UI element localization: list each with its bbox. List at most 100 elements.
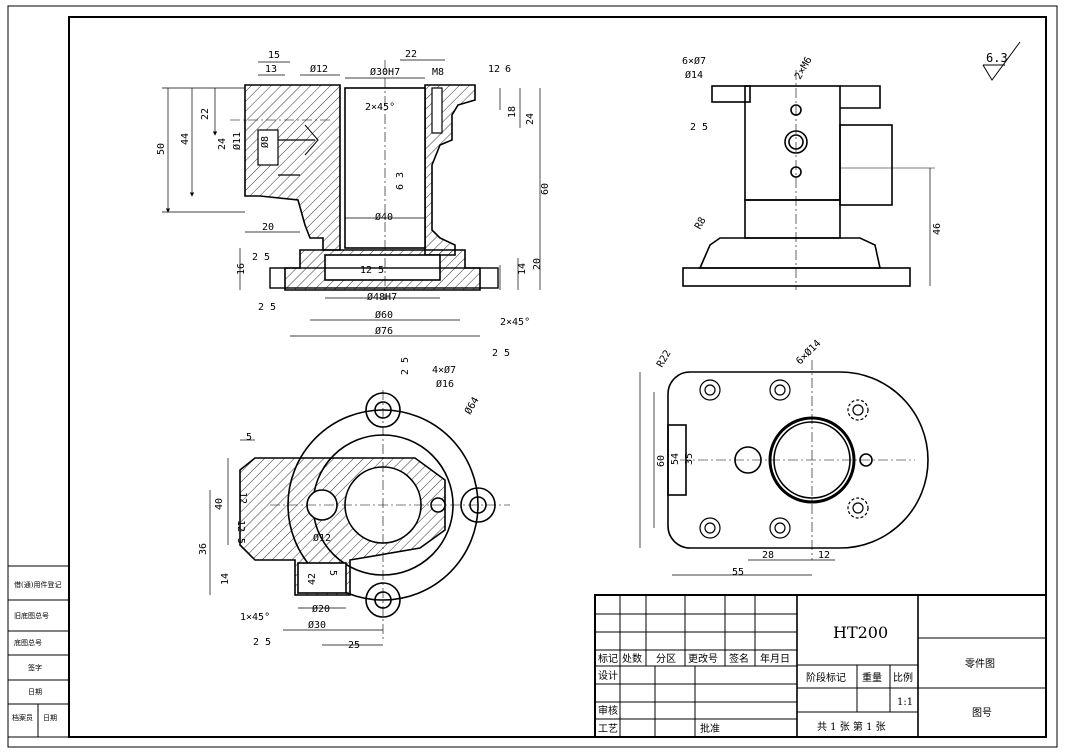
sec-phi30: Ø30	[308, 619, 326, 631]
default-roughness: 6.3	[982, 41, 1021, 81]
top-55: 55	[732, 567, 744, 578]
dim-24: 24	[217, 138, 228, 150]
side-view: 6×Ø7 Ø14 2×M6 46 R8 2 5	[682, 55, 943, 290]
dim-60: 60	[540, 183, 551, 195]
sec-rough2: 2 5	[400, 357, 411, 375]
dim-phi76: Ø76	[375, 325, 393, 337]
side-panel: 借(通)用件登记 旧底图总号 底图总号 签字 日期 档案员 日期	[7, 565, 70, 738]
sec-40: 40	[214, 498, 225, 510]
side-m6: 2×M6	[793, 55, 815, 81]
dim-phi11: Ø11	[231, 132, 243, 150]
tb-header-5: 年月日	[760, 652, 790, 665]
rough-6-3: 6 3	[395, 172, 406, 190]
dim-phi40: Ø40	[375, 211, 393, 223]
dim-phi48h7: Ø48H7	[367, 291, 397, 303]
dim-phi8: Ø8	[259, 136, 271, 148]
dim-m8: M8	[432, 67, 444, 78]
tb-review: 审核	[598, 704, 618, 717]
tb-design: 设计	[598, 669, 618, 682]
rough-2-5b: 2 5	[258, 302, 276, 313]
side-label-5: 档案员	[12, 713, 33, 722]
tb-process: 工艺	[598, 723, 618, 735]
top-28: 28	[762, 550, 774, 561]
sec-rough: 2 5	[253, 637, 271, 648]
sec-36: 36	[198, 543, 209, 555]
dim-15: 15	[268, 50, 280, 61]
tb-drawing-name: 零件图	[965, 658, 995, 670]
side-label-1: 旧底图总号	[14, 611, 49, 620]
side-rough: 2 5	[690, 122, 708, 133]
sec-phi64: Ø64	[462, 395, 481, 417]
dim-24b: 24	[525, 113, 536, 125]
side-label-3: 签字	[28, 663, 42, 672]
sec-5b: 5	[327, 570, 338, 576]
dim-22b: 22	[200, 108, 211, 120]
side-46: 46	[932, 223, 943, 235]
top-holes: 6×Ø14	[794, 337, 824, 367]
dim-20b: 20	[532, 258, 543, 270]
dim-50: 50	[156, 143, 167, 155]
sec-holes: 4×Ø7	[432, 364, 456, 376]
side-label-4: 日期	[28, 688, 42, 696]
title-block: 标记 处数 分区 更改号 签名 年月日 设计 审核 工艺 批准 阶段标记 重量 …	[594, 594, 1047, 738]
top-54: 54	[670, 453, 681, 465]
dim-phi60: Ø60	[375, 309, 393, 321]
front-section-hatch	[244, 84, 341, 251]
rough-2-5c: 2 5	[492, 348, 510, 359]
sec-12-5: 12 5	[235, 520, 246, 544]
side-r8: R8	[693, 216, 709, 232]
dim-18: 18	[507, 106, 518, 118]
section-view: 4×Ø7 Ø16 Ø64 5 12 40 12 5 36 14 Ø12 42 5…	[198, 357, 510, 651]
sec-phi12: Ø12	[313, 532, 331, 544]
tb-scale-value: 1:1	[897, 697, 913, 708]
sec-5: 5	[246, 432, 252, 443]
dim-phi12: Ø12	[310, 63, 328, 75]
tb-approve: 批准	[700, 722, 720, 735]
tb-header-4: 签名	[729, 652, 749, 665]
sec-25: 25	[348, 640, 360, 651]
top-view: R22 6×Ø14 60 54 35 28 12 55	[639, 337, 929, 578]
dim-16: 16	[236, 263, 247, 275]
rough-2-5a: 2 5	[252, 252, 270, 263]
tb-weight: 重量	[862, 671, 882, 684]
sec-14: 14	[220, 573, 231, 585]
dim-12: 12	[488, 64, 500, 75]
dim-chamfer: 2×45°	[365, 102, 395, 113]
tb-material: HT200	[833, 623, 888, 642]
side-label-0: 借(通)用件登记	[14, 580, 61, 589]
dim-14: 14	[517, 263, 528, 275]
tb-scale: 比例	[893, 671, 913, 684]
tb-header-3: 更改号	[688, 652, 718, 665]
front-view: 15 13 Ø12 Ø30H7 22 M8 12 6 50 44 22 24 Ø…	[156, 49, 551, 359]
dim-6: 6	[505, 64, 511, 75]
tb-header-2: 分区	[656, 653, 676, 665]
dim-chamfer2: 2×45°	[500, 317, 530, 328]
side-holes: 6×Ø7	[682, 55, 706, 67]
tb-drawing-no: 图号	[972, 707, 992, 719]
top-35: 35	[684, 453, 695, 465]
sec-phi20: Ø20	[312, 603, 330, 615]
inner-border	[68, 16, 1047, 738]
dim-22: 22	[405, 49, 417, 60]
side-label-2: 底图总号	[14, 638, 42, 647]
dim-44: 44	[180, 133, 191, 145]
tb-header-1: 处数	[622, 652, 642, 665]
tb-header-0: 标记	[598, 653, 618, 665]
outer-border	[7, 5, 1058, 748]
tb-sheets: 共 1 张 第 1 张	[817, 720, 886, 733]
dim-phi30h7: Ø30H7	[370, 66, 400, 78]
tb-stage: 阶段标记	[806, 671, 846, 684]
sec-12: 12	[237, 492, 248, 504]
side-phi14: Ø14	[685, 69, 703, 81]
dim-20: 20	[262, 222, 274, 233]
top-60: 60	[656, 455, 667, 467]
sec-42: 42	[307, 573, 318, 585]
sec-phi16: Ø16	[436, 378, 454, 390]
top-r22: R22	[655, 348, 674, 369]
side-label-6: 日期	[43, 714, 57, 722]
sec-chamfer: 1×45°	[240, 612, 270, 623]
rough-12-5: 12 5	[360, 265, 384, 276]
dim-13: 13	[265, 64, 277, 75]
roughness-value: 6.3	[986, 51, 1008, 65]
